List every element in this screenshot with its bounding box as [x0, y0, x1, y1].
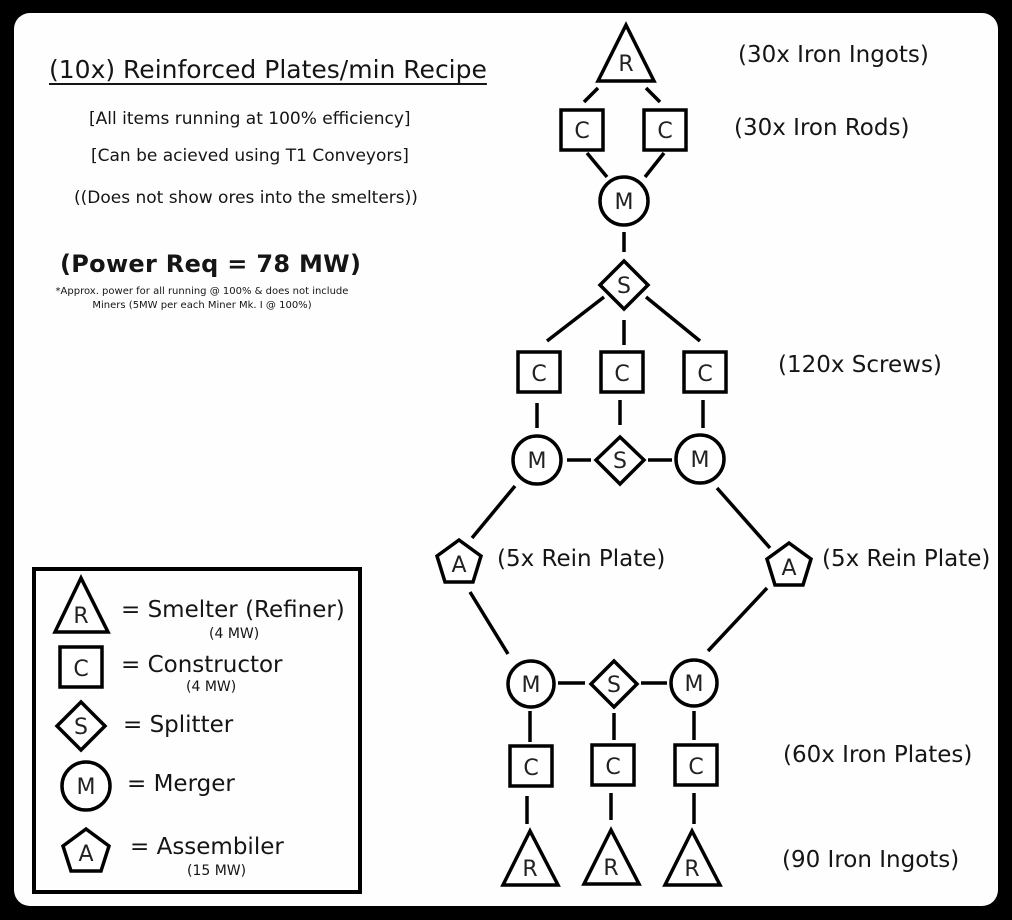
merger-node: M	[511, 434, 563, 486]
constructor-symbol: C	[523, 756, 538, 781]
merger-node: M	[674, 433, 726, 485]
legend	[32, 567, 362, 894]
splitter-node: S	[593, 434, 647, 487]
conveyor-line	[545, 295, 606, 343]
legend-symbol: A	[78, 842, 93, 867]
legend-merger-icon: M	[60, 760, 112, 812]
conveyor-line	[468, 591, 510, 655]
splitter-node: S	[588, 658, 640, 710]
smelter-node: R	[595, 21, 657, 83]
label-rein-plate-left: (5x Rein Plate)	[497, 546, 666, 572]
conveyor-line	[643, 151, 666, 179]
smelter-symbol: R	[522, 857, 537, 882]
merger-symbol: M	[522, 673, 541, 698]
legend-symbol: C	[73, 657, 88, 682]
page-title: (10x) Reinforced Plates/min Recipe	[49, 55, 487, 84]
splitter-node: S	[597, 258, 651, 312]
conveyor-line	[585, 151, 609, 179]
legend-label-constructor: = Constructor	[121, 652, 283, 678]
constructor-node: C	[642, 108, 688, 152]
assembler-symbol: A	[451, 553, 466, 578]
conveyor-line	[470, 484, 517, 540]
smelter-symbol: R	[684, 857, 699, 882]
label-screws: (120x Screws)	[778, 352, 942, 378]
legend-power-smelter: (4 MW)	[209, 626, 260, 642]
label-rein-plate-right: (5x Rein Plate)	[822, 546, 991, 572]
constructor-node: C	[599, 350, 645, 394]
assembler-node: A	[764, 540, 814, 587]
constructor-symbol: C	[574, 119, 589, 144]
constructor-symbol: C	[697, 362, 712, 387]
power-footnote: *Approx. power for all running @ 100% & …	[55, 286, 349, 311]
legend-label-smelter: = Smelter (Refiner)	[121, 597, 345, 623]
connector-lines	[468, 86, 772, 824]
merger-symbol: M	[528, 449, 547, 474]
label-iron-rods: (30x Iron Rods)	[734, 115, 910, 141]
label-bottom-iron-ingots: (90 Iron Ingots)	[782, 847, 960, 873]
constructor-symbol: C	[657, 119, 672, 144]
merger-symbol: M	[615, 190, 634, 215]
constructor-node: C	[590, 743, 636, 787]
legend-smelter-icon: R	[52, 574, 111, 634]
legend-label-splitter: = Splitter	[123, 712, 234, 738]
legend-power-constructor: (4 MW)	[186, 679, 237, 695]
splitter-symbol: S	[607, 673, 621, 698]
assembler-node: A	[434, 537, 484, 584]
legend-power-assembler: (15 MW)	[187, 863, 247, 879]
constructor-node: C	[673, 743, 719, 787]
merger-symbol: M	[685, 672, 704, 697]
smelter-symbol: R	[618, 52, 633, 77]
merger-symbol: M	[691, 448, 710, 473]
legend-constructor-icon: C	[58, 645, 104, 689]
constructor-symbol: C	[531, 362, 546, 387]
constructor-symbol: C	[614, 362, 629, 387]
smelter-node: R	[662, 827, 723, 887]
constructor-symbol: C	[688, 755, 703, 780]
smelter-node: R	[581, 826, 642, 886]
label-iron-plates: (60x Iron Plates)	[783, 742, 973, 768]
legend-label-merger: = Merger	[127, 771, 235, 797]
constructor-node: C	[559, 108, 605, 152]
conveyor-line	[706, 586, 769, 653]
constructor-node: C	[508, 744, 554, 788]
legend-label-assembler: = Assembiler	[130, 834, 284, 860]
smelter-node: R	[500, 827, 561, 887]
constructor-node: C	[682, 350, 728, 394]
legend-splitter-icon: S	[54, 699, 108, 753]
constructor-node: C	[516, 350, 562, 394]
legend-symbol: S	[74, 715, 88, 740]
assembler-symbol: A	[781, 556, 796, 581]
constructor-symbol: C	[605, 755, 620, 780]
conveyor-line	[715, 486, 772, 550]
power-requirement: (Power Req = 78 MW)	[60, 250, 362, 278]
note-conveyors: [Can be acieved using T1 Conveyors]	[91, 146, 409, 166]
label-top-iron-ingots: (30x Iron Ingots)	[738, 42, 929, 68]
merger-node: M	[506, 659, 556, 709]
note-efficiency: [All items running at 100% efficiency]	[89, 109, 411, 129]
conveyor-line	[644, 86, 662, 104]
conveyor-line	[644, 295, 702, 343]
conveyor-line	[582, 86, 600, 104]
legend-symbol: M	[77, 775, 96, 800]
diagram-panel	[14, 13, 998, 906]
splitter-symbol: S	[617, 274, 631, 299]
smelter-symbol: R	[603, 856, 618, 881]
legend-assembler-icon: A	[60, 826, 112, 873]
merger-node: M	[669, 658, 719, 708]
note-ores: ((Does not show ores into the smelters))	[74, 188, 418, 208]
merger-node: M	[598, 175, 650, 227]
legend-symbol: R	[73, 604, 88, 629]
splitter-symbol: S	[613, 449, 627, 474]
